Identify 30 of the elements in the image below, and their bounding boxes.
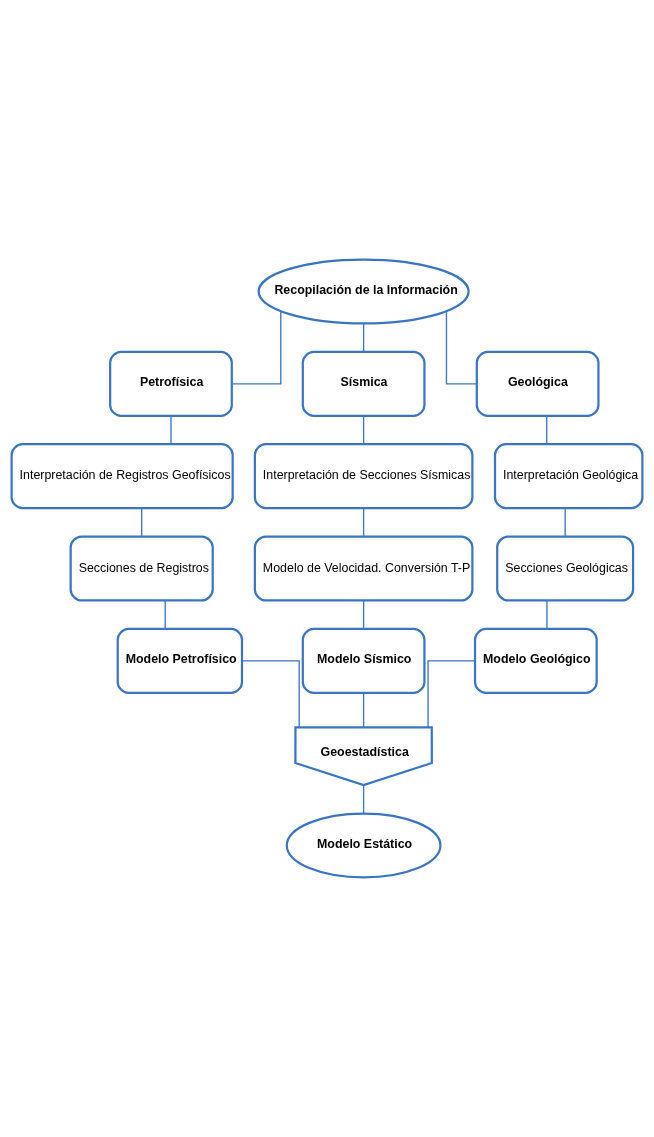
node-box: Interpretación de Secciones Sísmicas xyxy=(253,443,474,510)
node-ellipse: Modelo Estático xyxy=(285,812,442,879)
connector xyxy=(546,415,548,445)
connector xyxy=(362,784,365,815)
connector xyxy=(231,310,282,385)
connector xyxy=(564,507,566,538)
node-box: Modelo Geológico xyxy=(473,627,598,694)
connector xyxy=(427,660,476,728)
connector xyxy=(164,599,166,630)
connector xyxy=(546,599,548,630)
node-box: Modelo de Velocidad. Conversión T-P xyxy=(253,535,474,602)
node-box: Sísmica xyxy=(301,350,426,417)
connector xyxy=(141,507,143,538)
connector xyxy=(445,310,478,385)
node-ellipse: Recopilación de la Información xyxy=(257,258,470,325)
connector xyxy=(362,599,365,630)
connector xyxy=(362,415,365,445)
node-box: Petrofísica xyxy=(109,350,233,417)
connector xyxy=(362,692,365,728)
node-box: Geológica xyxy=(475,350,600,417)
connector xyxy=(362,507,365,538)
node-box: Interpretación Geológica xyxy=(493,443,644,510)
node-box: Secciones de Registros xyxy=(69,535,214,602)
node-box: Interpretación de Registros Geofísicos xyxy=(10,443,234,510)
node-box: Modelo Sísmico xyxy=(301,627,426,694)
node-box: Modelo Petrofísico xyxy=(116,627,244,694)
node-box: Secciones Geológicas xyxy=(496,535,635,602)
connector xyxy=(362,322,365,353)
connector xyxy=(241,660,300,728)
connector xyxy=(170,415,172,445)
